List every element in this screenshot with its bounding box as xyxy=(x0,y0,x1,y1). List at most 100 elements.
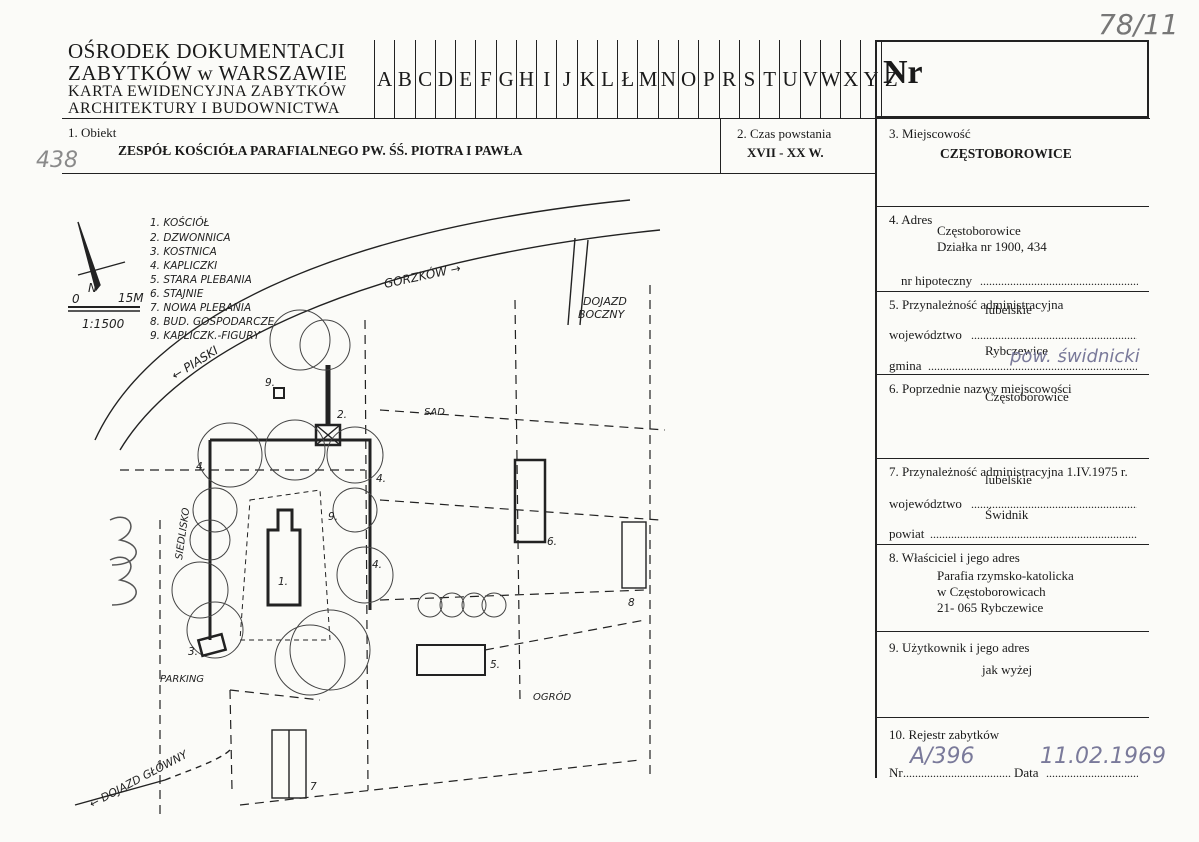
gmina-label: gmina xyxy=(889,358,922,373)
num-4b: 4. xyxy=(376,473,386,485)
letter-cell: T xyxy=(759,40,779,118)
north-label: N xyxy=(88,281,97,295)
road-piaski: ← PIASKI xyxy=(169,343,221,383)
rule-r3 xyxy=(875,374,1149,375)
przynaleznosc-label: 5. Przynależność administracyjna xyxy=(889,297,1064,312)
road-edge-outer xyxy=(94,199,631,441)
legend-5: 5. STARA PLEBANIA xyxy=(150,274,252,286)
letter-cell: M xyxy=(637,40,657,118)
legend-1: 1. KOŚCIÓŁ xyxy=(150,216,210,229)
adres-line-2: Działka nr 1900, 434 xyxy=(937,239,1047,254)
legend-8: 8. BUD. GOSPODARCZE xyxy=(150,316,275,328)
rule-r6 xyxy=(875,631,1149,632)
legend-9: 9. KAPLICZK.-FIGURY xyxy=(150,330,261,342)
road-gorzkow: GORZKÓW → xyxy=(383,260,462,291)
legend-2: 2. DZWONNICA xyxy=(150,232,231,244)
wojewodztwo1975-dots: ........................................… xyxy=(971,497,1137,511)
powiat-dots: ........................................… xyxy=(930,527,1137,541)
gmina-dots: ........................................… xyxy=(928,359,1137,373)
letter-cell: P xyxy=(698,40,718,118)
scale-length: 15M xyxy=(118,291,144,305)
header-line-2: ZABYTKÓW w WARSZAWIE xyxy=(68,61,348,85)
czas-label: 2. Czas powstania xyxy=(737,126,832,141)
letter-cell: I xyxy=(536,40,556,118)
num-6: 6. xyxy=(547,536,557,548)
legend-3: 3. KOSTNICA xyxy=(150,246,217,258)
road-boczny-2: BOCZNY xyxy=(578,308,626,321)
uzytkownik-value: jak wyżej xyxy=(982,662,1033,677)
letter-cell: X xyxy=(840,40,860,118)
letter-cell: E xyxy=(455,40,475,118)
num-8: 8 xyxy=(628,597,635,609)
letter-cell: N xyxy=(657,40,678,118)
rule-r5 xyxy=(875,544,1149,545)
road-boczny-1: DOJAZD xyxy=(583,295,627,308)
num-5: 5. xyxy=(490,659,500,671)
letter-cell: Y xyxy=(860,40,880,118)
hipoteczny-label: nr hipoteczny xyxy=(901,273,973,288)
wojewodztwo1975-label: województwo xyxy=(889,496,962,511)
rule-header-bottom xyxy=(62,118,1150,119)
powiat-label: powiat xyxy=(889,526,925,541)
letter-cell: R xyxy=(718,40,739,118)
letter-cell: U xyxy=(779,40,799,118)
letter-cell: L xyxy=(596,40,617,118)
road-edge-inner xyxy=(119,229,661,451)
label-siedlisko: SIEDLISKO xyxy=(174,507,192,560)
uzytkownik-label: 9. Użytkownik i jego adres xyxy=(889,640,1030,655)
letter-cell: H xyxy=(515,40,536,118)
rejestr-nr-label: Nr xyxy=(889,765,903,780)
letter-cell: J xyxy=(556,40,576,118)
rejestr-data-label: Data xyxy=(1014,765,1039,780)
hipoteczny-dots: ........................................… xyxy=(980,274,1138,288)
header-line-3: KARTA EWIDENCYJNA ZABYTKÓW xyxy=(68,83,347,100)
nr-label: Nr xyxy=(883,54,923,91)
legend-4: 4. KAPLICZKI xyxy=(150,260,217,272)
old-presbytery xyxy=(416,644,486,676)
num-4a: 4. xyxy=(196,461,206,473)
wlasciciel-line-2: w Częstoborowicach xyxy=(937,584,1046,599)
label-sad: SAD xyxy=(424,407,445,418)
poprzednie-label: 6. Poprzednie nazwy miejscowości xyxy=(889,381,1072,396)
poprzednie-value: Częstoborowice xyxy=(985,389,1069,404)
rejestr-nr-value: A/396 xyxy=(910,744,975,769)
church-building xyxy=(266,508,302,607)
letter-cell: V xyxy=(799,40,820,118)
letter-cell: W xyxy=(819,40,840,118)
rule-field1-bottom xyxy=(62,173,875,174)
rule-r2 xyxy=(875,291,1149,292)
miejscowosc-label: 3. Miejscowość xyxy=(889,126,971,141)
wojewodztwo-value: lubelskie xyxy=(985,302,1032,317)
rule-r7 xyxy=(875,717,1149,718)
rejestr-data-dots: ................................ xyxy=(1046,766,1138,780)
corner-number: 78/11 xyxy=(1098,8,1179,41)
letter-cell: O xyxy=(677,40,698,118)
wojewodztwo-label: województwo xyxy=(889,327,962,342)
czas-value: XVII - XX W. xyxy=(747,145,824,160)
churchyard-wall xyxy=(208,438,372,640)
letter-cell: D xyxy=(434,40,455,118)
rule-r4 xyxy=(875,458,1149,459)
gmina-handnote: pow. świdnicki xyxy=(1010,346,1140,367)
letter-cell: K xyxy=(576,40,597,118)
nr-box: Nr xyxy=(875,40,1149,118)
road-glowny: ← DOJAZD GŁÓWNY xyxy=(87,747,190,810)
header-line-1: OŚRODEK DOKUMENTACJI xyxy=(68,39,346,63)
wlasciciel-label: 8. Właściciel i jego adres xyxy=(889,550,1020,565)
wojewodztwo1975-value: lubelskie xyxy=(985,472,1032,487)
powiat-value: Świdnik xyxy=(985,507,1029,522)
scale-zero: 0 xyxy=(72,292,80,306)
letter-cell: Ł xyxy=(617,40,637,118)
stables xyxy=(513,458,547,544)
letter-cell: C xyxy=(414,40,435,118)
num-9b: 9. xyxy=(328,511,338,523)
wlasciciel-line-1: Parafia rzymsko-katolicka xyxy=(937,568,1074,583)
num-2: 2. xyxy=(337,409,347,421)
legend-7: 7. NOWA PLEBANIA xyxy=(150,302,251,314)
rule-r1 xyxy=(875,206,1149,207)
letter-cell: A xyxy=(374,40,394,118)
miejscowosc-value: CZĘSTOBOROWICE xyxy=(940,146,1072,161)
farm-building xyxy=(621,521,647,589)
letter-cell: G xyxy=(495,40,516,118)
